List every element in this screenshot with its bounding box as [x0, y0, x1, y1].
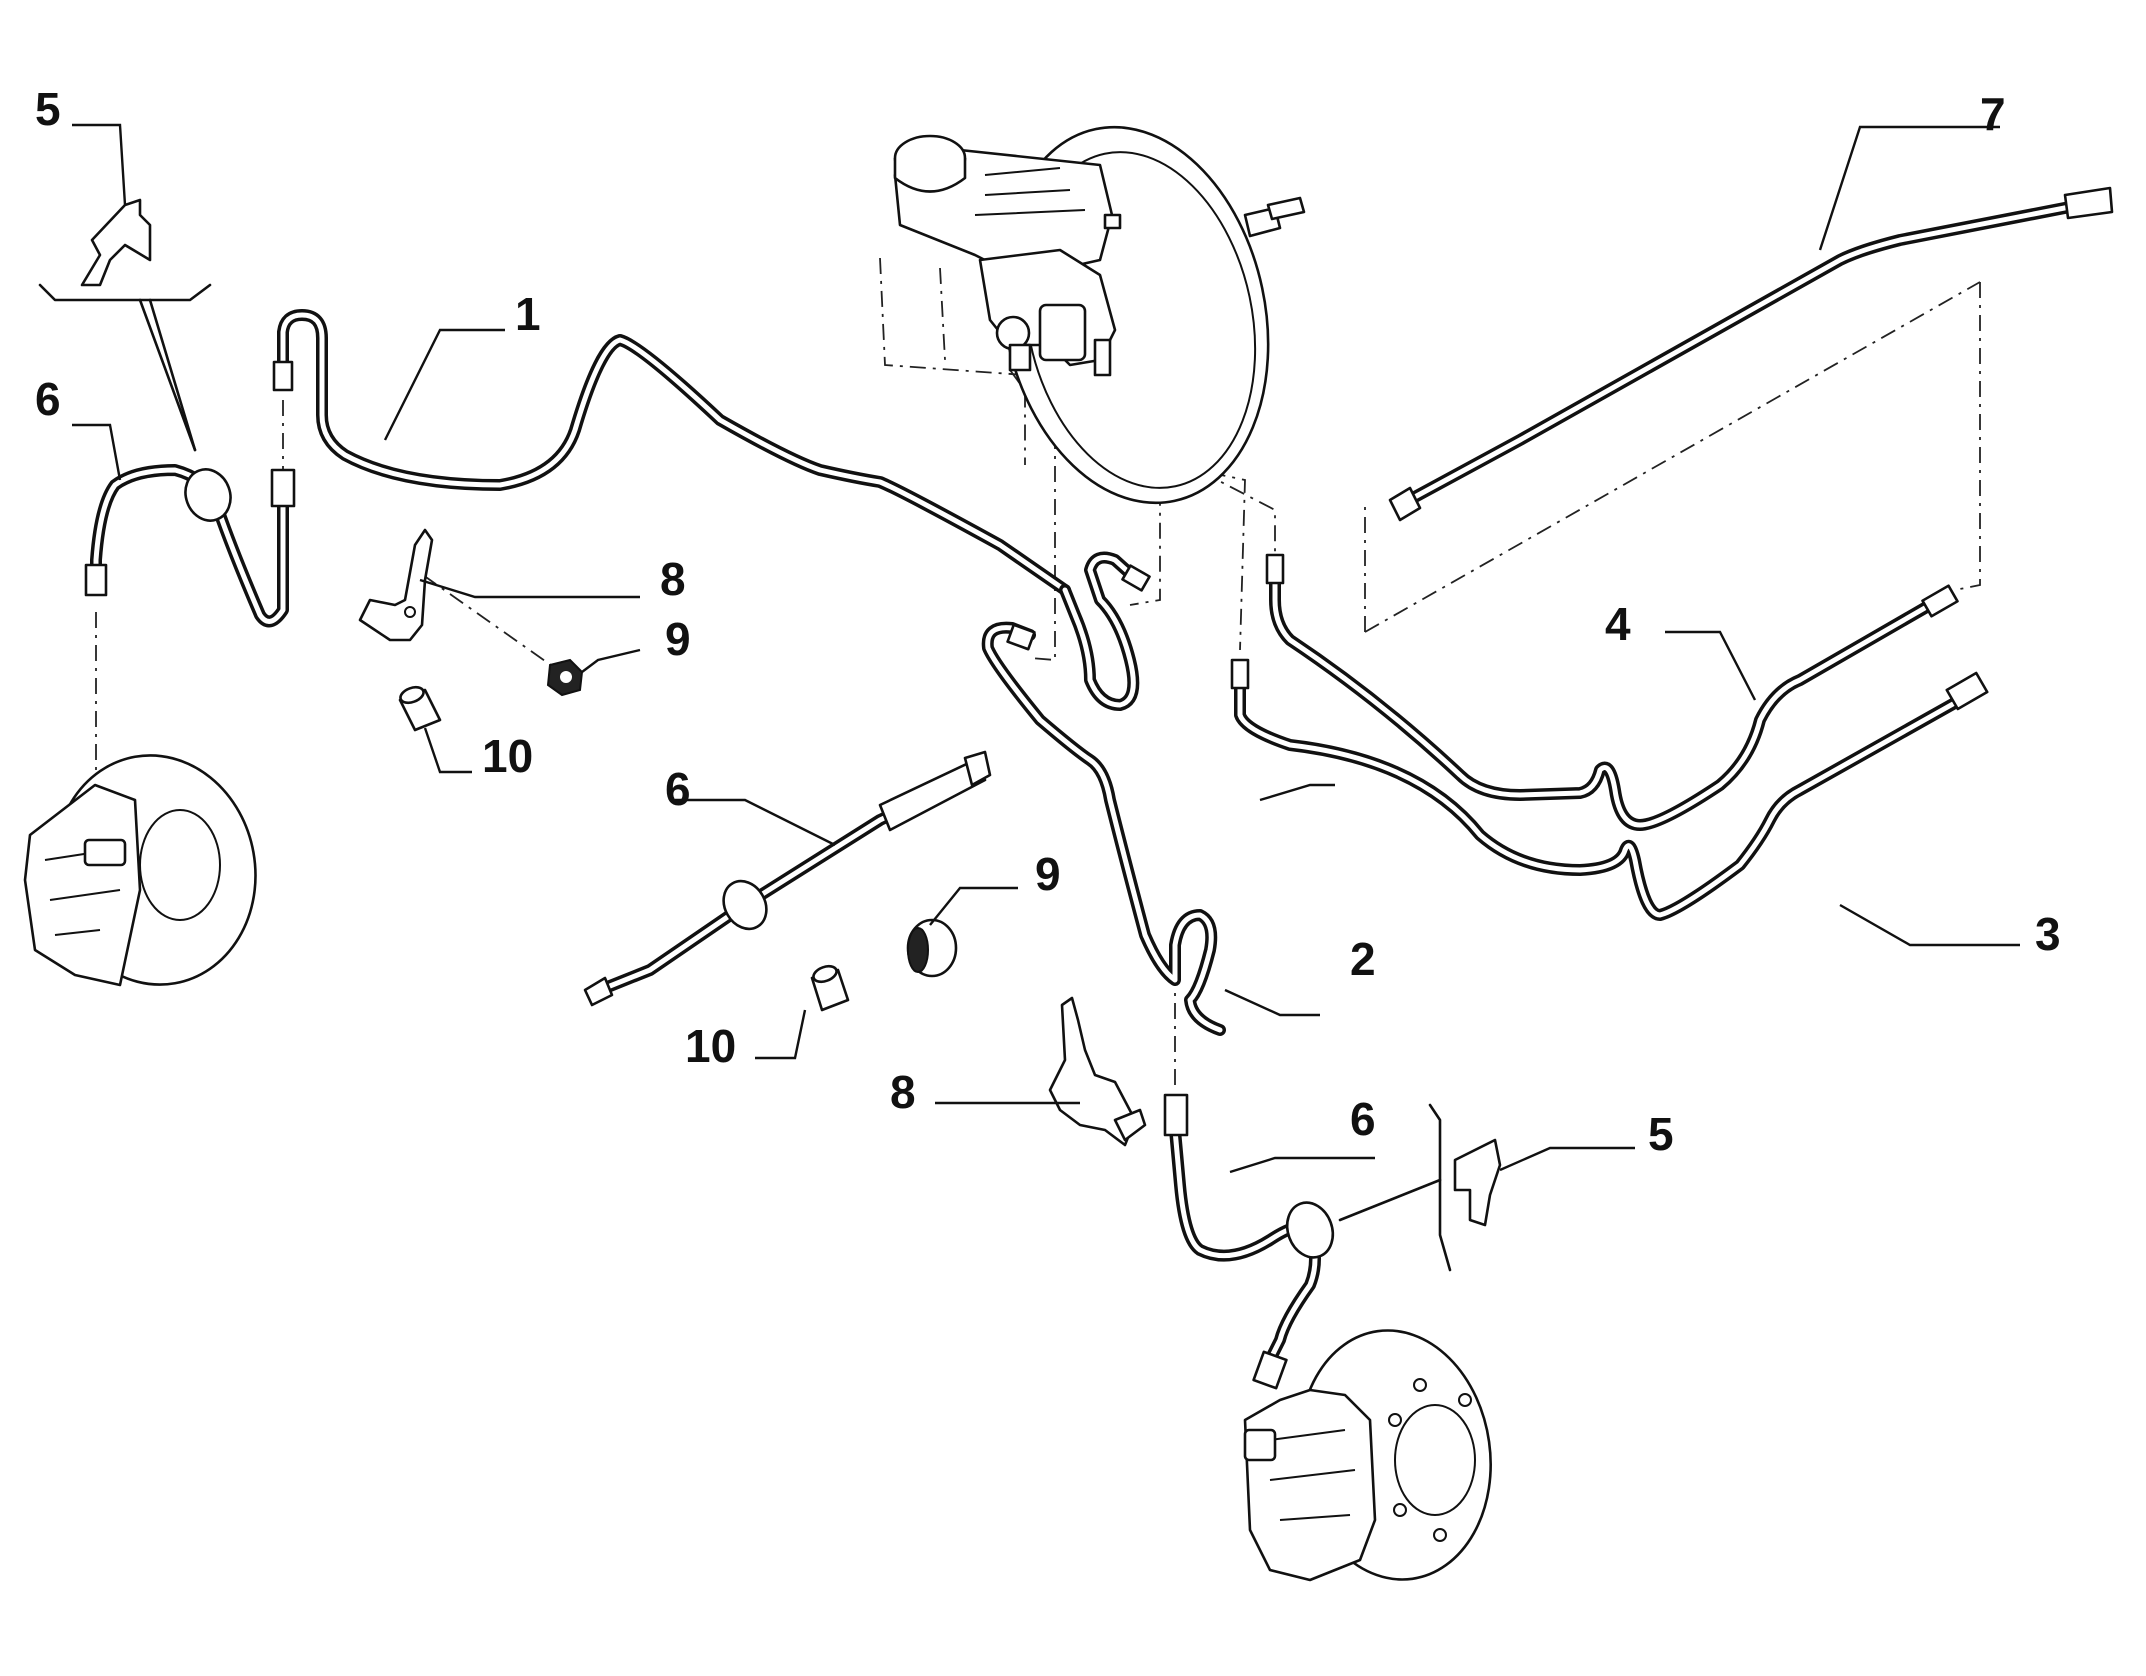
leader-lines: [72, 123, 2020, 1174]
callout-10-center: 10: [685, 1020, 736, 1072]
callout-6-right: 6: [1350, 1093, 1376, 1145]
callout-1: 1: [515, 288, 541, 340]
brake-pipe-2: [981, 551, 1226, 1036]
sleeve-10-left: [398, 685, 442, 732]
callout-8-center: 8: [890, 1066, 916, 1118]
master-cylinder: [893, 134, 1122, 377]
clip-5-right: [1338, 1103, 1502, 1272]
callout-6-center: 6: [665, 763, 691, 815]
callout-labels: 5 6 1 8 9 10 6 9 10 8 2 6 5 4 3 7: [35, 83, 2061, 1160]
callout-5-top-left: 5: [35, 83, 61, 135]
flexible-hose-6-right: [1163, 1093, 1335, 1390]
brake-pipe-3: [1230, 658, 1989, 921]
brake-pipe-7: [1388, 186, 2114, 522]
bracket-8-left: [358, 528, 434, 642]
clip-5-left: [38, 198, 212, 452]
callout-8-left: 8: [660, 553, 686, 605]
nut-9-small: [546, 658, 584, 697]
callout-4: 4: [1605, 598, 1631, 650]
brake-disc-left: [23, 754, 257, 987]
callout-7: 7: [1980, 88, 2006, 140]
callout-10-left: 10: [482, 730, 533, 782]
grommet-9: [906, 918, 958, 978]
callout-9-center: 9: [1035, 848, 1061, 900]
brake-disc-right: [1243, 1329, 1492, 1582]
callout-2: 2: [1350, 933, 1376, 985]
brake-pipe-1: [272, 309, 1071, 596]
sleeve-10-right: [810, 964, 850, 1012]
callout-9-left: 9: [665, 613, 691, 665]
bracket-8-right: [1048, 996, 1147, 1147]
callout-3: 3: [2035, 908, 2061, 960]
brake-pipe-4: [1265, 553, 1959, 831]
flexible-hose-6-left: [84, 464, 296, 628]
callout-5-right: 5: [1648, 1108, 1674, 1160]
callout-6-left: 6: [35, 373, 61, 425]
flexible-hose-6-center: [583, 750, 992, 1007]
